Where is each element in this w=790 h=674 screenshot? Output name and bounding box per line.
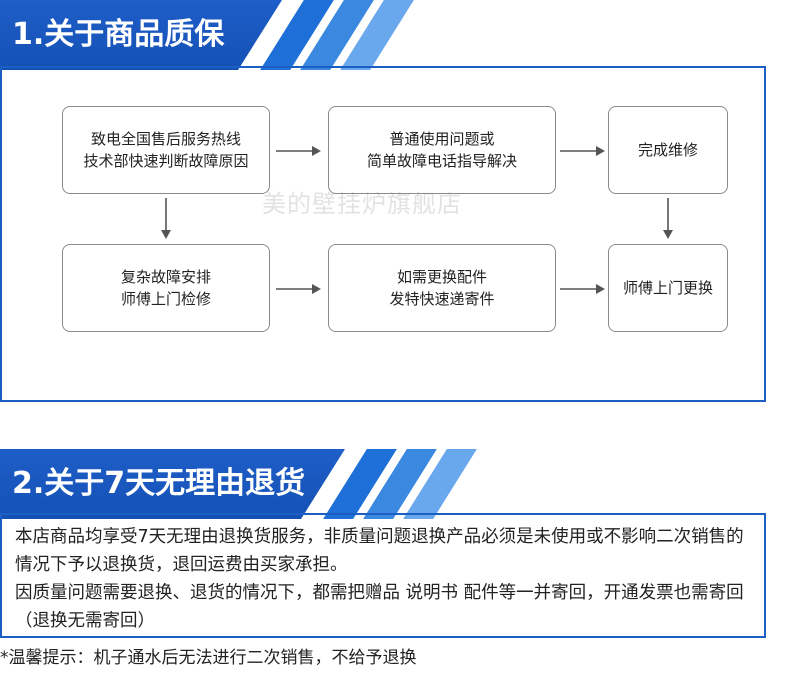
section2-header: 2.关于7天无理由退货 <box>0 449 790 519</box>
section2-header-tab <box>0 449 345 519</box>
flow-step-repair-done: 完成维修 <box>608 106 728 194</box>
section1-title: 1.关于商品质保 <box>12 17 225 52</box>
section1-header-tab <box>0 0 282 70</box>
flow-step-line: 致电全国售后服务热线 <box>90 130 241 148</box>
warranty-flow-panel: 致电全国售后服务热线 技术部快速判断故障原因 普通使用问题或 简单故障电话指导解… <box>0 66 766 402</box>
arrow-right-icon <box>560 284 605 294</box>
flow-step-line: 师傅上门更换 <box>622 279 713 297</box>
flow-step-line: 师傅上门检修 <box>120 290 211 308</box>
section1-header: 1.关于商品质保 <box>0 0 790 70</box>
warm-reminder: *温馨提示：机子通水后无法进行二次销售，不给予退换 <box>0 648 417 668</box>
arrow-down-icon <box>663 198 673 239</box>
section2-title: 2.关于7天无理由退货 <box>12 466 306 501</box>
policy-paragraph: 因质量问题需要退换、退货的情况下，都需把赠品 说明书 配件等一并寄回，开通发票也… <box>15 583 744 631</box>
flow-step-phone-guide: 普通使用问题或 简单故障电话指导解决 <box>328 106 556 194</box>
arrow-down-icon <box>161 198 171 239</box>
flow-step-line: 复杂故障安排 <box>120 268 211 286</box>
flow-step-line: 完成维修 <box>637 141 698 159</box>
flow-step-line: 技术部快速判断故障原因 <box>83 152 249 170</box>
flow-step-onsite-service: 复杂故障安排 师傅上门检修 <box>62 244 270 332</box>
return-policy-text: 本店商品均享受7天无理由退换货服务，非质量问题退换产品必须是未使用或不影响二次销… <box>15 523 760 635</box>
arrow-right-icon <box>276 284 321 294</box>
flow-step-onsite-replace: 师傅上门更换 <box>608 244 728 332</box>
flow-step-hotline: 致电全国售后服务热线 技术部快速判断故障原因 <box>62 106 270 194</box>
flow-step-ship-parts: 如需更换配件 发特快速递寄件 <box>328 244 556 332</box>
policy-paragraph: 本店商品均享受7天无理由退换货服务，非质量问题退换产品必须是未使用或不影响二次销… <box>15 527 744 575</box>
arrow-right-icon <box>560 146 605 156</box>
flow-step-line: 发特快速递寄件 <box>389 290 495 308</box>
arrow-right-icon <box>276 146 321 156</box>
flow-step-line: 简单故障电话指导解决 <box>366 152 517 170</box>
store-watermark: 美的壁挂炉旗舰店 <box>262 190 462 218</box>
return-policy-panel: 本店商品均享受7天无理由退换货服务，非质量问题退换产品必须是未使用或不影响二次销… <box>0 513 766 638</box>
flow-step-line: 如需更换配件 <box>396 268 487 286</box>
flow-step-line: 普通使用问题或 <box>389 130 495 148</box>
